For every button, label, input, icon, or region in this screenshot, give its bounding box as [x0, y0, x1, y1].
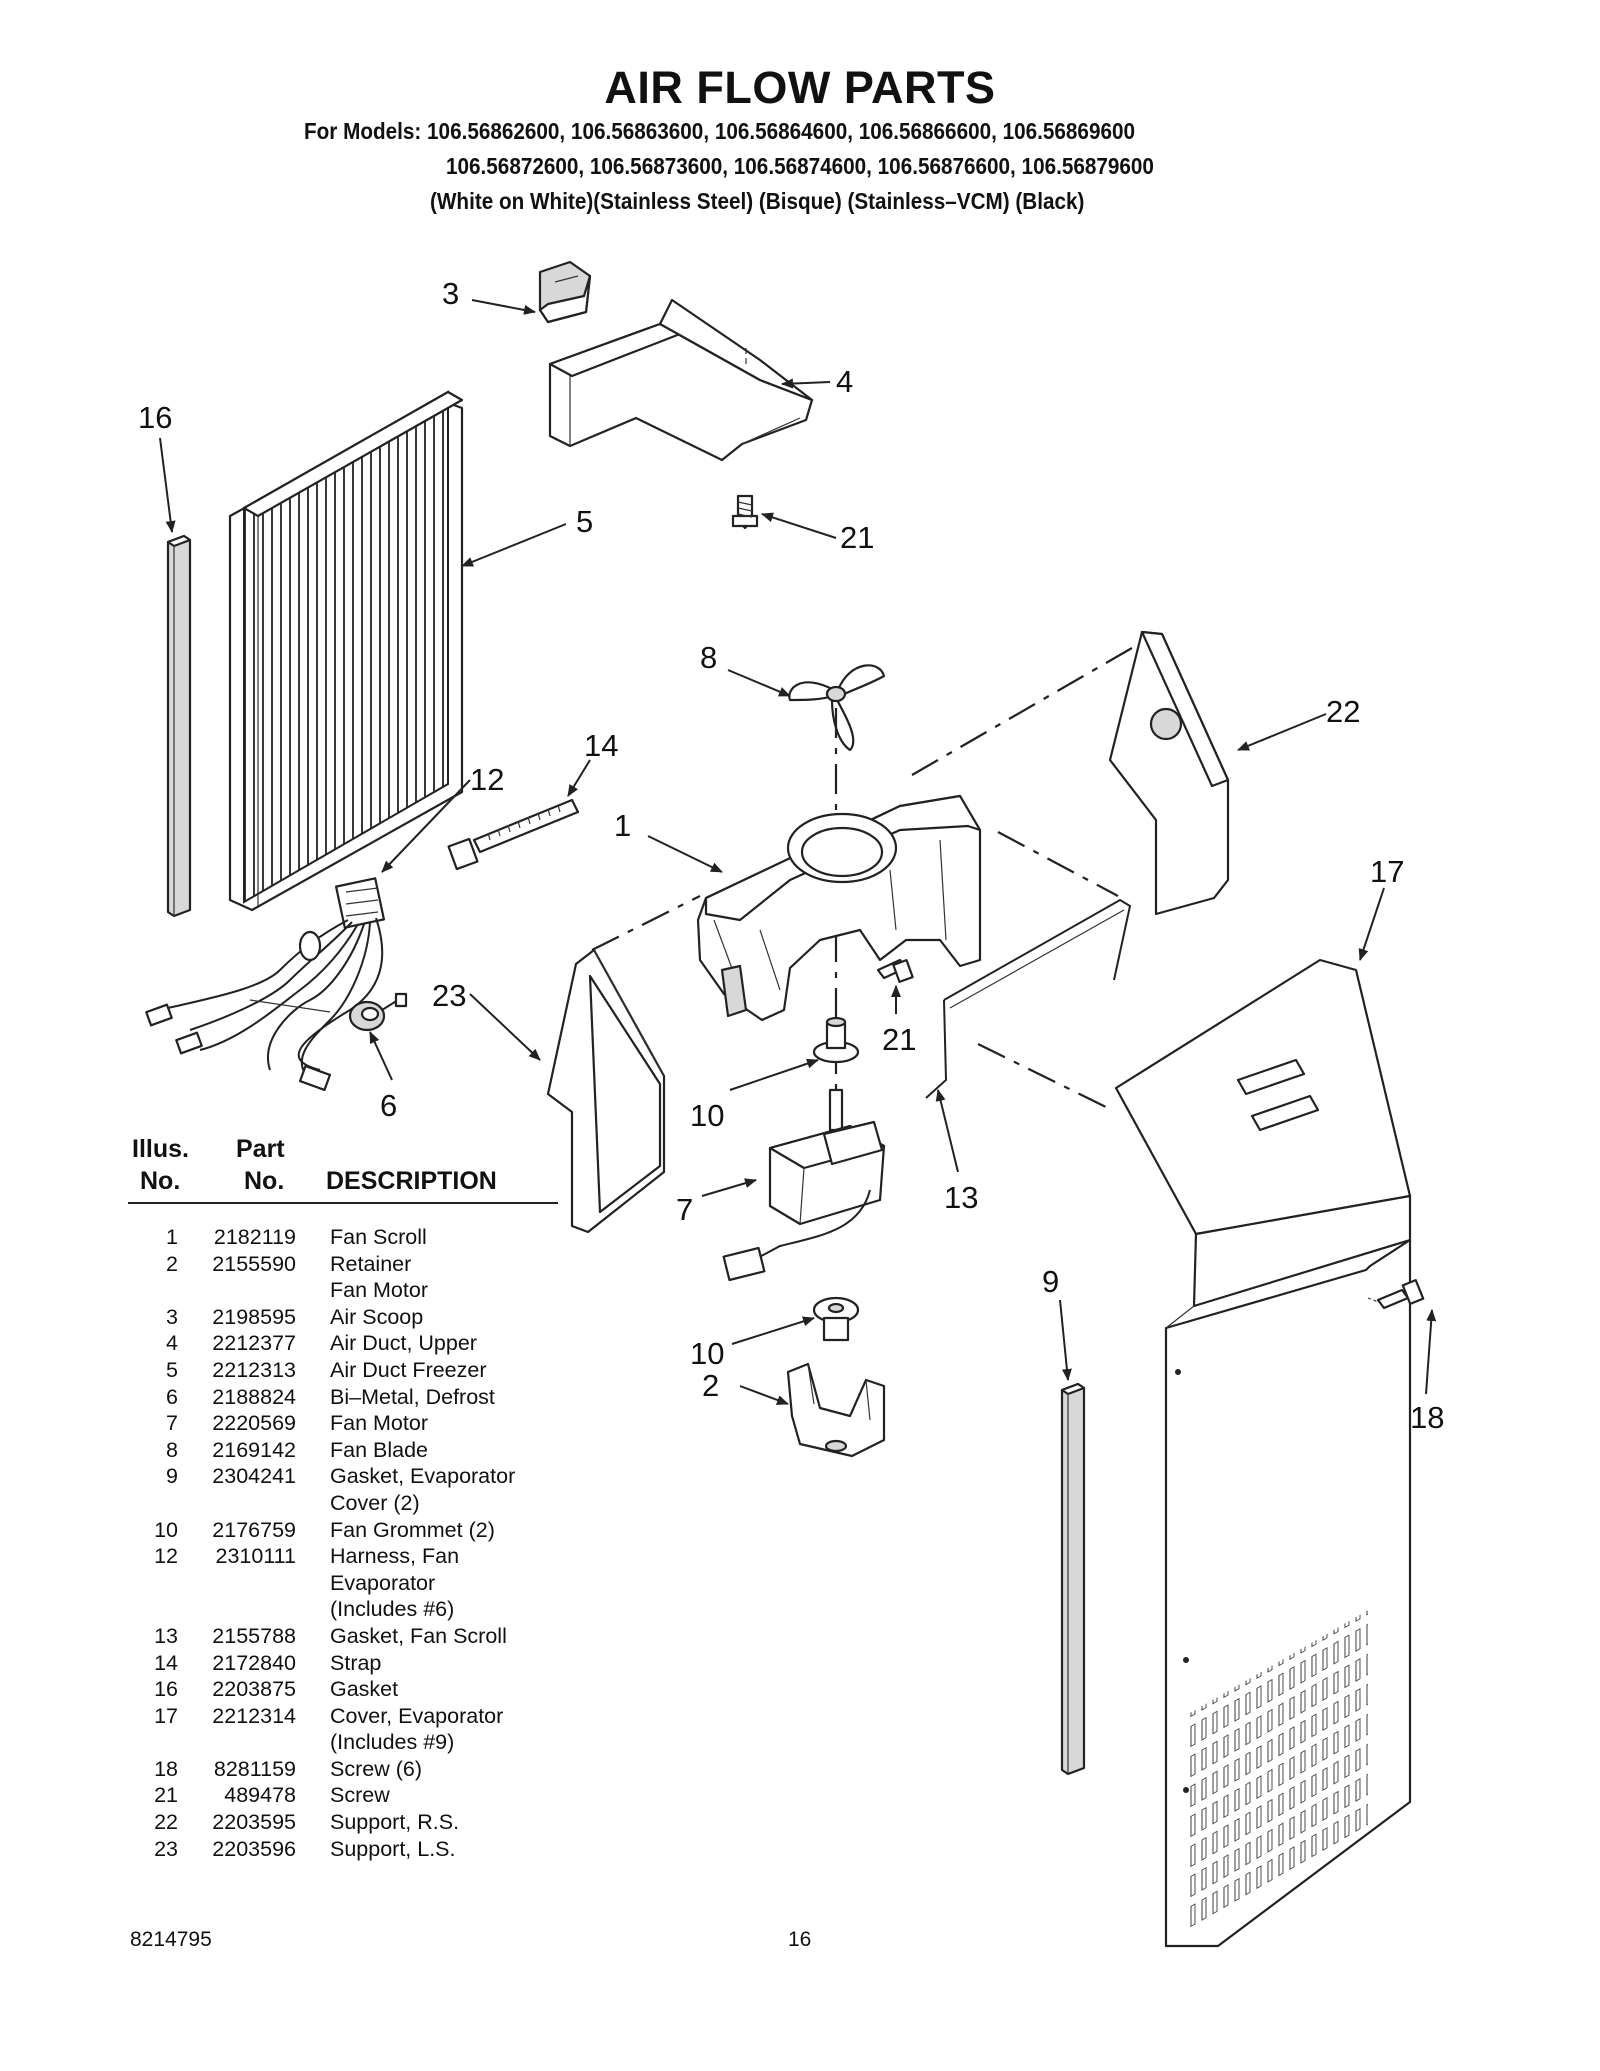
- air-scoop-part: [538, 260, 592, 324]
- screw-part-top: [731, 494, 759, 530]
- models-line-2: 106.56872600, 106.56873600, 106.56874600…: [446, 153, 1154, 179]
- callout-12: 12: [470, 762, 504, 797]
- callout-18: 18: [1410, 1400, 1444, 1435]
- gasket-left-part: [166, 534, 192, 918]
- callout-3: 3: [442, 276, 459, 311]
- callout-16: 16: [138, 400, 172, 435]
- callout-10-top: 10: [690, 1098, 724, 1133]
- callout-6: 6: [380, 1088, 397, 1123]
- bi-metal-part: [348, 992, 408, 1032]
- callout-2: 2: [702, 1368, 719, 1403]
- callout-14: 14: [584, 728, 618, 763]
- callout-13: 13: [944, 1180, 978, 1215]
- evaporator-cover-part: [1114, 958, 1412, 1948]
- col-description-label: DESCRIPTION: [326, 1167, 497, 1195]
- col-part-no-label: No.: [244, 1167, 285, 1195]
- evaporator-gasket-part: [1060, 1382, 1086, 1776]
- support-left-part: [546, 948, 666, 1234]
- callout-22: 22: [1326, 694, 1360, 729]
- models-line-1: For Models: 106.56862600, 106.56863600, …: [304, 118, 1135, 144]
- callout-21-top: 21: [840, 520, 874, 555]
- parts-table-header: Illus. No. Part No. DESCRIPTION: [130, 1135, 560, 1197]
- callout-9: 9: [1042, 1264, 1059, 1299]
- harness-part: [145, 877, 386, 1092]
- col-illus-label: Illus.: [132, 1135, 189, 1163]
- callout-8: 8: [700, 640, 717, 675]
- document-number: 8214795: [130, 1928, 212, 1951]
- callout-10-bottom: 10: [690, 1336, 724, 1371]
- fan-grommet-part-bottom: [812, 1296, 860, 1342]
- air-duct-freezer-part: [228, 390, 464, 912]
- fan-motor-part: [722, 1088, 886, 1282]
- page-title: AIR FLOW PARTS: [604, 62, 996, 113]
- models-line-3: (White on White)(Stainless Steel) (Bisqu…: [430, 188, 1085, 214]
- strap-part: [447, 798, 580, 871]
- page-number: 16: [788, 1928, 812, 1951]
- fan-grommet-part-top: [812, 1016, 860, 1064]
- callout-21-middle: 21: [882, 1022, 916, 1057]
- fan-scroll-part: [696, 794, 982, 1022]
- air-duct-upper-part: [548, 298, 814, 462]
- callout-labels: 3 4 16 5 21 8 22 14 12 1 17 23 6 21 10 7…: [138, 276, 1444, 1435]
- callout-4: 4: [836, 364, 853, 399]
- screw-part-right: [1367, 1279, 1425, 1310]
- screw-part-middle: [876, 958, 914, 983]
- callout-5: 5: [576, 504, 593, 539]
- callout-23: 23: [432, 978, 466, 1013]
- col-part-label: Part: [236, 1135, 285, 1163]
- fan-blade-part: [788, 664, 886, 752]
- callout-7: 7: [676, 1192, 693, 1227]
- retainer-part: [786, 1362, 886, 1458]
- callout-1: 1: [614, 808, 631, 843]
- callout-17: 17: [1370, 854, 1404, 889]
- fan-scroll-gasket-part: [925, 898, 1132, 1099]
- col-illus-no-label: No.: [140, 1167, 181, 1195]
- leader-lines: [159, 299, 1437, 1405]
- table-divider: [128, 1202, 558, 1204]
- support-right-part: [1108, 630, 1230, 916]
